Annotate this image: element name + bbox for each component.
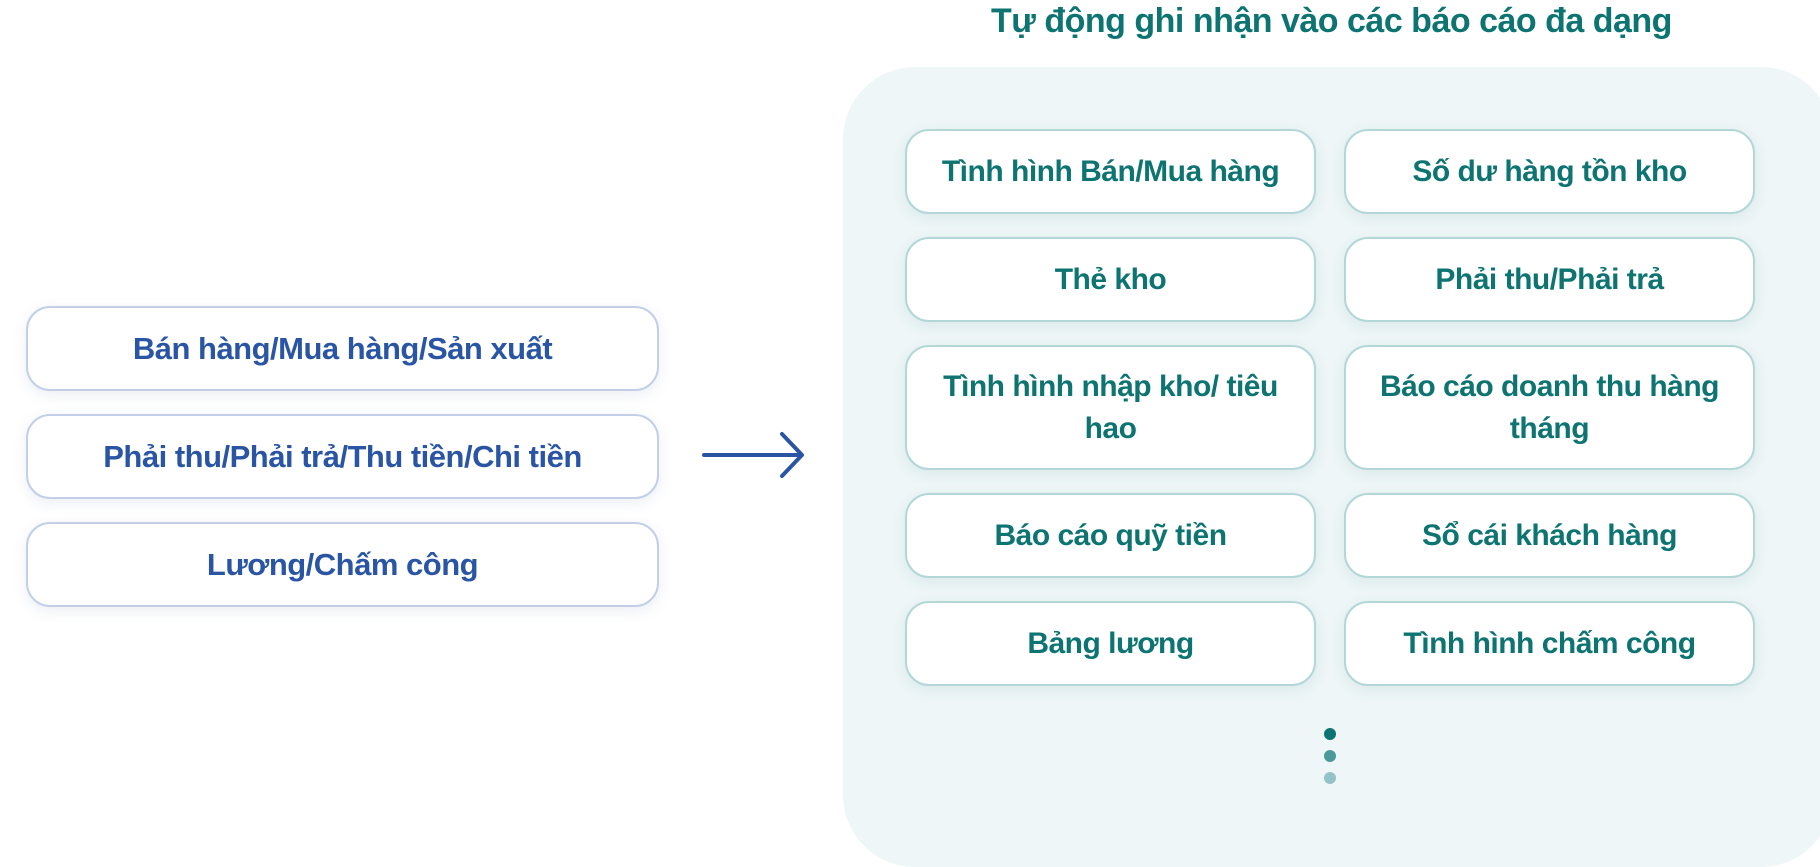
report-stock-card: Thẻ kho	[905, 237, 1316, 322]
more-dot-icon	[1324, 772, 1336, 784]
more-dot-icon	[1324, 750, 1336, 762]
report-attendance: Tình hình chấm công	[1344, 601, 1755, 686]
report-monthly-revenue: Báo cáo doanh thu hàng tháng	[1344, 345, 1755, 470]
report-stock-receipt-consumption: Tình hình nhập kho/ tiêu hao	[905, 345, 1316, 470]
report-inventory-balance: Số dư hàng tồn kho	[1344, 129, 1755, 214]
more-dot-icon	[1324, 728, 1336, 740]
input-box-receivables: Phải thu/Phải trả/Thu tiền/Chi tiền	[26, 414, 659, 499]
report-sales-purchases: Tình hình Bán/Mua hàng	[905, 129, 1316, 214]
input-box-sales: Bán hàng/Mua hàng/Sản xuất	[26, 306, 659, 391]
reports-title: Tự động ghi nhận vào các báo cáo đa dạng	[991, 2, 1672, 40]
report-receivables-payables: Phải thu/Phải trả	[1344, 237, 1755, 322]
report-customer-ledger: Sổ cái khách hàng	[1344, 493, 1755, 578]
arrow-right-icon	[702, 432, 804, 478]
report-payroll: Bảng lương	[905, 601, 1316, 686]
input-box-payroll: Lương/Chấm công	[26, 522, 659, 607]
report-cash-fund: Báo cáo quỹ tiền	[905, 493, 1316, 578]
